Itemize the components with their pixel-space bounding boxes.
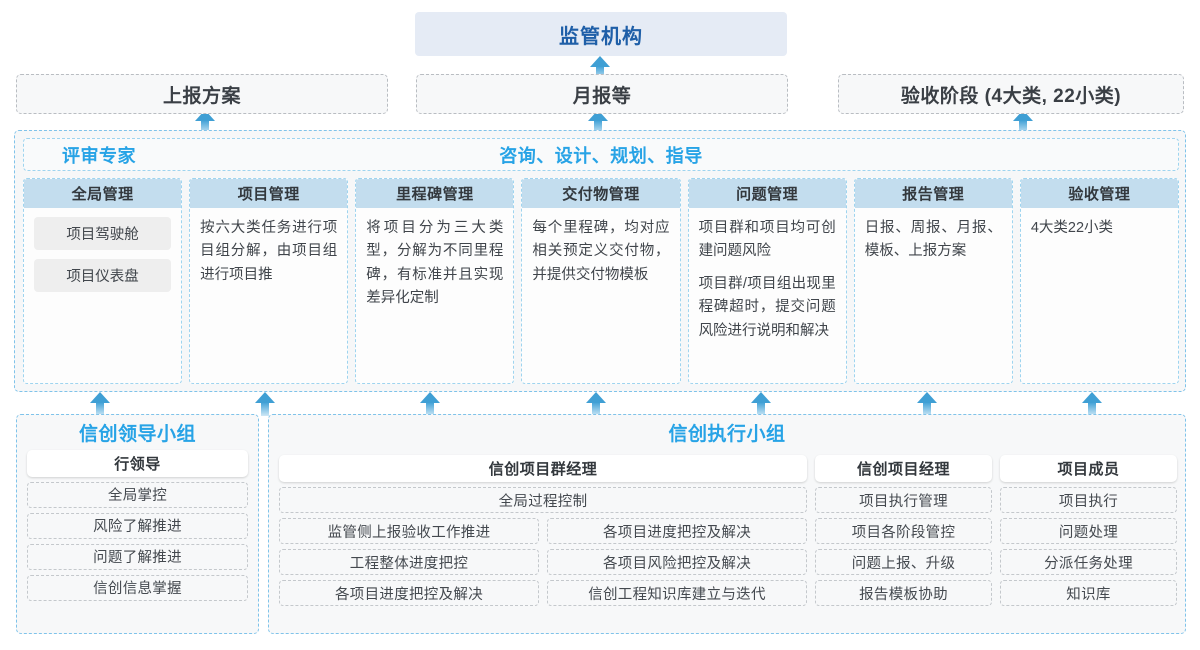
regulator-box: 监管机构	[415, 12, 787, 56]
arrow-up-to-column-3	[586, 392, 606, 416]
program-manager-task[interactable]: 各项目风险把控及解决	[547, 549, 807, 575]
management-column-header[interactable]: 验收管理	[1020, 179, 1178, 208]
management-pill[interactable]: 项目驾驶舱	[34, 217, 172, 250]
management-column-1: 项目管理按六大类任务进行项目组分解，由项目组进行项目推	[189, 178, 349, 384]
management-column-body: 4大类22小类	[1021, 208, 1178, 383]
management-description: 项目群和项目均可创建问题风险	[698, 220, 836, 260]
role-card-program-manager[interactable]: 信创项目群经理	[279, 455, 807, 482]
project-manager-task-list: 项目执行管理项目各阶段管控问题上报、升级报告模板协助	[815, 487, 992, 606]
leadership-task-list: 全局掌控风险了解推进问题了解推进信创信息掌握	[27, 481, 248, 601]
reporting-row: 上报方案 月报等 验收阶段 (4大类, 22小类)	[16, 74, 1184, 114]
project-manager-task[interactable]: 问题上报、升级	[815, 549, 992, 575]
task-global-process-control[interactable]: 全局过程控制	[279, 487, 807, 513]
management-column-header[interactable]: 问题管理	[688, 179, 846, 208]
management-description: 每个里程碑，均对应相关预定义交付物，并提供交付物模板	[532, 220, 670, 283]
project-manager-task[interactable]: 项目各阶段管控	[815, 518, 992, 544]
project-manager-task[interactable]: 项目执行管理	[815, 487, 992, 513]
report-box-plan: 上报方案	[16, 74, 388, 114]
execution-group-columns: 信创项目群经理 全局过程控制 监管侧上报验收工作推进工程整体进度把控各项目进度把…	[279, 455, 1177, 606]
management-column-body: 项目驾驶舱项目仪表盘	[24, 208, 181, 383]
project-member-task[interactable]: 项目执行	[1000, 487, 1177, 513]
management-column-header[interactable]: 全局管理	[24, 179, 182, 208]
execution-group-panel: 信创执行小组 信创项目群经理 全局过程控制 监管侧上报验收工作推进工程整体进度把…	[268, 414, 1186, 634]
arrow-up-to-column-4	[751, 392, 771, 416]
management-description: 按六大类任务进行项目组分解，由项目组进行项目推	[200, 220, 338, 283]
management-column-2: 里程碑管理将项目分为三大类型，分解为不同里程碑，有标准并且实现差异化定制	[355, 178, 515, 384]
arrow-up-to-column-1	[255, 392, 275, 416]
leadership-group-panel: 信创领导小组 行领导 全局掌控风险了解推进问题了解推进信创信息掌握	[16, 414, 259, 634]
project-manager-column: 信创项目经理 项目执行管理项目各阶段管控问题上报、升级报告模板协助	[815, 455, 992, 606]
management-description: 日报、周报、月报、模板、上报方案	[864, 220, 1002, 260]
management-column-5: 报告管理日报、周报、月报、模板、上报方案	[853, 178, 1013, 384]
management-column-header[interactable]: 报告管理	[854, 179, 1012, 208]
mid-bottom-arrow-group	[0, 392, 1200, 418]
role-card-project-manager[interactable]: 信创项目经理	[815, 455, 992, 482]
management-column-header[interactable]: 里程碑管理	[356, 179, 514, 208]
review-expert-label: 评审专家	[62, 145, 136, 166]
report-box-acceptance: 验收阶段 (4大类, 22小类)	[838, 74, 1184, 114]
management-column-header[interactable]: 项目管理	[190, 179, 348, 208]
program-manager-task[interactable]: 监管侧上报验收工作推进	[279, 518, 539, 544]
program-manager-left-tasks: 监管侧上报验收工作推进工程整体进度把控各项目进度把控及解决	[279, 518, 539, 606]
management-description: 将项目分为三大类型，分解为不同里程碑，有标准并且实现差异化定制	[366, 220, 504, 307]
leadership-task[interactable]: 全局掌控	[27, 481, 248, 508]
leadership-task[interactable]: 问题了解推进	[27, 543, 248, 570]
project-member-task[interactable]: 问题处理	[1000, 518, 1177, 544]
program-manager-task[interactable]: 各项目进度把控及解决	[279, 580, 539, 606]
management-column-4: 问题管理项目群和项目均可创建问题风险项目群/项目组出现里程碑超时，提交问题风险进…	[687, 178, 847, 384]
management-column-body: 项目群和项目均可创建问题风险项目群/项目组出现里程碑超时，提交问题风险进行说明和…	[689, 208, 846, 383]
role-card-bank-leader[interactable]: 行领导	[27, 449, 248, 477]
project-manager-task[interactable]: 报告模板协助	[815, 580, 992, 606]
arrow-up-to-report-0	[195, 110, 215, 134]
project-member-task[interactable]: 知识库	[1000, 580, 1177, 606]
arrow-up-to-column-0	[90, 392, 110, 416]
management-pill[interactable]: 项目仪表盘	[34, 259, 172, 292]
program-manager-task[interactable]: 各项目进度把控及解决	[547, 518, 807, 544]
arrow-up-to-report-1	[588, 110, 608, 134]
execution-group-title: 信创执行小组	[668, 424, 786, 445]
management-column-body: 按六大类任务进行项目组分解，由项目组进行项目推	[190, 208, 347, 383]
management-column-0: 全局管理项目驾驶舱项目仪表盘	[23, 178, 183, 384]
project-member-column: 项目成员 项目执行问题处理分派任务处理知识库	[1000, 455, 1177, 606]
role-card-project-member[interactable]: 项目成员	[1000, 455, 1177, 482]
consulting-panel-header: 评审专家 咨询、设计、规划、指导	[23, 138, 1179, 171]
management-description: 4大类22小类	[1030, 220, 1114, 236]
arrow-up-to-report-2	[1013, 110, 1033, 134]
arrow-up-to-column-6	[1082, 392, 1102, 416]
project-member-task[interactable]: 分派任务处理	[1000, 549, 1177, 575]
management-column-body: 将项目分为三大类型，分解为不同里程碑，有标准并且实现差异化定制	[356, 208, 513, 383]
report-box-monthly: 月报等	[416, 74, 788, 114]
arrow-up-to-column-2	[420, 392, 440, 416]
program-manager-task-split: 监管侧上报验收工作推进工程整体进度把控各项目进度把控及解决 各项目进度把控及解决…	[279, 518, 807, 606]
leadership-group-body: 行领导 全局掌控风险了解推进问题了解推进信创信息掌握	[17, 447, 258, 601]
program-manager-task[interactable]: 工程整体进度把控	[279, 549, 539, 575]
management-column-header[interactable]: 交付物管理	[522, 179, 680, 208]
leadership-task[interactable]: 风险了解推进	[27, 512, 248, 539]
leadership-group-title: 信创领导小组	[78, 424, 196, 445]
management-column-body: 日报、周报、月报、模板、上报方案	[855, 208, 1012, 383]
program-manager-right-tasks: 各项目进度把控及解决各项目风险把控及解决信创工程知识库建立与迭代	[547, 518, 807, 606]
management-column-3: 交付物管理每个里程碑，均对应相关预定义交付物，并提供交付物模板	[521, 178, 681, 384]
consulting-scope-label: 咨询、设计、规划、指导	[499, 145, 703, 166]
project-member-task-list: 项目执行问题处理分派任务处理知识库	[1000, 487, 1177, 606]
arrow-up-to-regulator	[590, 56, 610, 80]
management-column-list: 全局管理项目驾驶舱项目仪表盘项目管理按六大类任务进行项目组分解，由项目组进行项目…	[23, 178, 1179, 384]
program-manager-task[interactable]: 信创工程知识库建立与迭代	[547, 580, 807, 606]
management-column-6: 验收管理 4大类22小类	[1019, 178, 1179, 384]
arrow-up-to-column-5	[917, 392, 937, 416]
management-column-body: 每个里程碑，均对应相关预定义交付物，并提供交付物模板	[522, 208, 679, 383]
program-manager-column: 信创项目群经理 全局过程控制 监管侧上报验收工作推进工程整体进度把控各项目进度把…	[279, 455, 807, 606]
leadership-task[interactable]: 信创信息掌握	[27, 574, 248, 601]
management-description: 项目群/项目组出现里程碑超时，提交问题风险进行说明和解决	[698, 275, 836, 339]
consulting-panel: 评审专家 咨询、设计、规划、指导 全局管理项目驾驶舱项目仪表盘项目管理按六大类任…	[14, 130, 1186, 392]
